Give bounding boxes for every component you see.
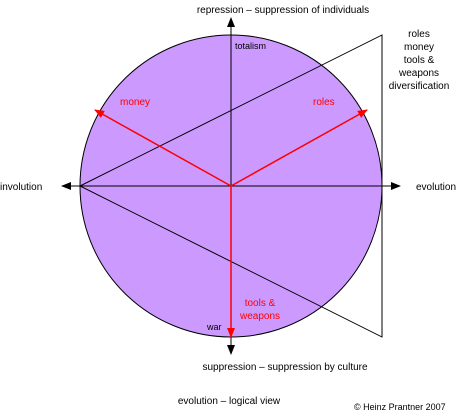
tools-label-line2: weapons: [239, 311, 280, 322]
roles-vector: [230, 109, 368, 187]
axis-label-right: evolution: [416, 182, 456, 193]
legend-line-diversification: diversification: [389, 81, 450, 92]
axis-label-top: repression – suppression of individuals: [197, 5, 369, 16]
legend-line-money: money: [404, 42, 434, 53]
axis-label-bottom: suppression – suppression by culture: [202, 362, 368, 373]
tools-label-line1: tools &: [245, 298, 276, 309]
legend-line-roles: roles: [408, 29, 430, 40]
footer-title: evolution – logical view: [178, 396, 281, 407]
war-label: war: [206, 322, 222, 332]
money-vector: [94, 109, 232, 187]
legend-line-tools: tools &: [404, 55, 435, 66]
totalism-label: totalism: [235, 41, 266, 51]
roles-label: roles: [313, 97, 335, 108]
legend-line-weapons: weapons: [398, 68, 439, 79]
axis-label-left: involution: [0, 182, 42, 193]
money-label: money: [120, 97, 150, 108]
footer-copyright: © Heinz Prantner 2007: [354, 402, 446, 410]
